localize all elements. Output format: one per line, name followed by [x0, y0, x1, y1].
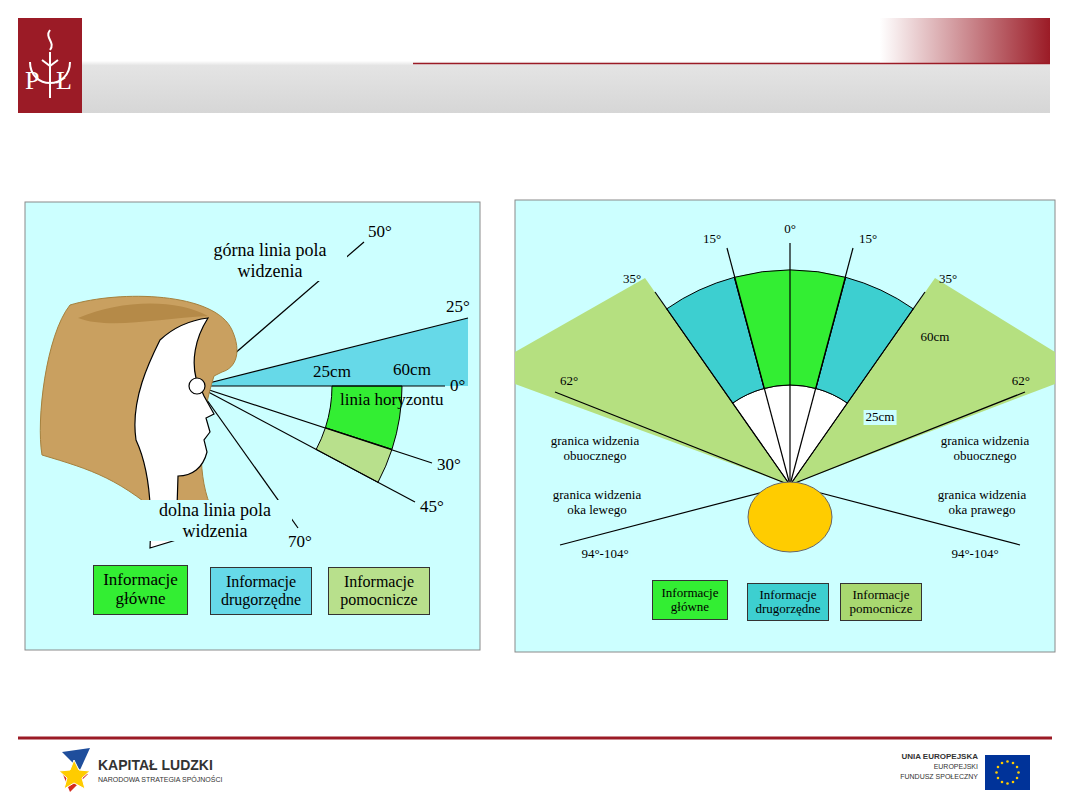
- legend-text: Informacje pomocnicze: [335, 573, 423, 608]
- angle-label: 94°-104°: [949, 547, 1000, 562]
- angle-label: 62°: [560, 374, 578, 389]
- angle-label: 35°: [623, 272, 641, 287]
- angle-label: 70°: [288, 532, 312, 552]
- eu-star: [1012, 781, 1015, 784]
- angle-label: 50°: [368, 222, 392, 242]
- legend-swatch: Informacje drugorzędne: [210, 567, 312, 615]
- limit-label: granica widzenia oka prawego: [930, 488, 1034, 518]
- eu-star: [997, 777, 1000, 780]
- distance-label: 25cm: [864, 410, 897, 425]
- sight-lines: [197, 242, 468, 528]
- distance-label: 25cm: [313, 362, 351, 382]
- legend-text: Informacje drugorzędne: [217, 573, 305, 608]
- eu-stars: [995, 760, 1020, 785]
- angle-label: 62°: [1012, 374, 1030, 389]
- distance-label: 60cm: [921, 330, 950, 345]
- logo-letter: P: [25, 66, 39, 96]
- legend-swatch: Informacje główne: [652, 580, 728, 620]
- angle-label: 30°: [437, 455, 461, 475]
- footer-logo-text: NARODOWA STRATEGIA SPÓJNOŚCI: [98, 776, 222, 784]
- eu-star: [1001, 762, 1004, 765]
- footer-logo-text: FUNDUSZ SPOŁECZNY: [900, 773, 978, 781]
- legend-text: Informacje główne: [659, 586, 721, 615]
- eye: [189, 378, 205, 394]
- legend-swatch: Informacje pomocnicze: [840, 583, 922, 621]
- angle-label: 45°: [420, 497, 444, 517]
- eu-star: [1006, 782, 1009, 785]
- line-label: linia horyzontu: [340, 390, 443, 410]
- angle-label: 35°: [939, 272, 957, 287]
- legend-swatch: Informacje pomocnicze: [328, 567, 430, 615]
- limit-label: granica widzenia oka lewego: [545, 488, 649, 518]
- eu-star: [1016, 777, 1019, 780]
- angle-label: 94°-104°: [579, 547, 630, 562]
- line-label: górna linia pola widzenia: [193, 240, 347, 281]
- kapital-ludzki-logo: [59, 748, 90, 792]
- eu-star: [1006, 760, 1009, 763]
- limit-label: granica widzenia obuocznego: [543, 434, 647, 464]
- hair-shade: [78, 303, 208, 323]
- header-red-bar: [880, 18, 1050, 63]
- legend-text: Informacje pomocnicze: [847, 588, 915, 617]
- legend-text: Informacje główne: [100, 571, 181, 608]
- angle-label: 0°: [450, 376, 465, 396]
- eu-star: [1001, 781, 1004, 784]
- eu-star: [1016, 766, 1019, 769]
- eu-star: [1012, 762, 1015, 765]
- footer-logo-text: KAPITAŁ LUDZKI: [98, 757, 213, 773]
- side-view-panel: [25, 202, 480, 650]
- footer-line: [18, 737, 1052, 740]
- head-top-view: [748, 482, 832, 552]
- legend-text: Informacje drugorzędne: [754, 588, 822, 617]
- angle-label: 15°: [703, 232, 721, 247]
- footer-logo-text: EUROPEJSKI: [934, 763, 978, 771]
- top-view-panel: [515, 200, 1055, 652]
- eu-star: [997, 766, 1000, 769]
- angle-label: 25°: [446, 297, 470, 317]
- angle-label: 0°: [784, 222, 796, 237]
- line-label: dolna linia pola widzenia: [138, 500, 292, 541]
- eu-star: [1017, 771, 1020, 774]
- secondary-zone: [197, 318, 468, 386]
- legend-swatch: Informacje drugorzędne: [747, 583, 829, 621]
- logo-square: [18, 18, 82, 113]
- limit-label: granica widzenia obuocznego: [933, 434, 1037, 464]
- distance-label: 60cm: [393, 360, 431, 380]
- header-band: [82, 18, 1050, 113]
- header-line: [413, 63, 1050, 65]
- legend-swatch: Informacje główne: [93, 565, 188, 615]
- logo-letter: Ł: [56, 66, 72, 96]
- eu-star: [995, 771, 998, 774]
- angle-label: 15°: [859, 232, 877, 247]
- eu-flag: [985, 755, 1030, 790]
- footer-logo-text: UNIA EUROPEJSKA: [901, 752, 978, 761]
